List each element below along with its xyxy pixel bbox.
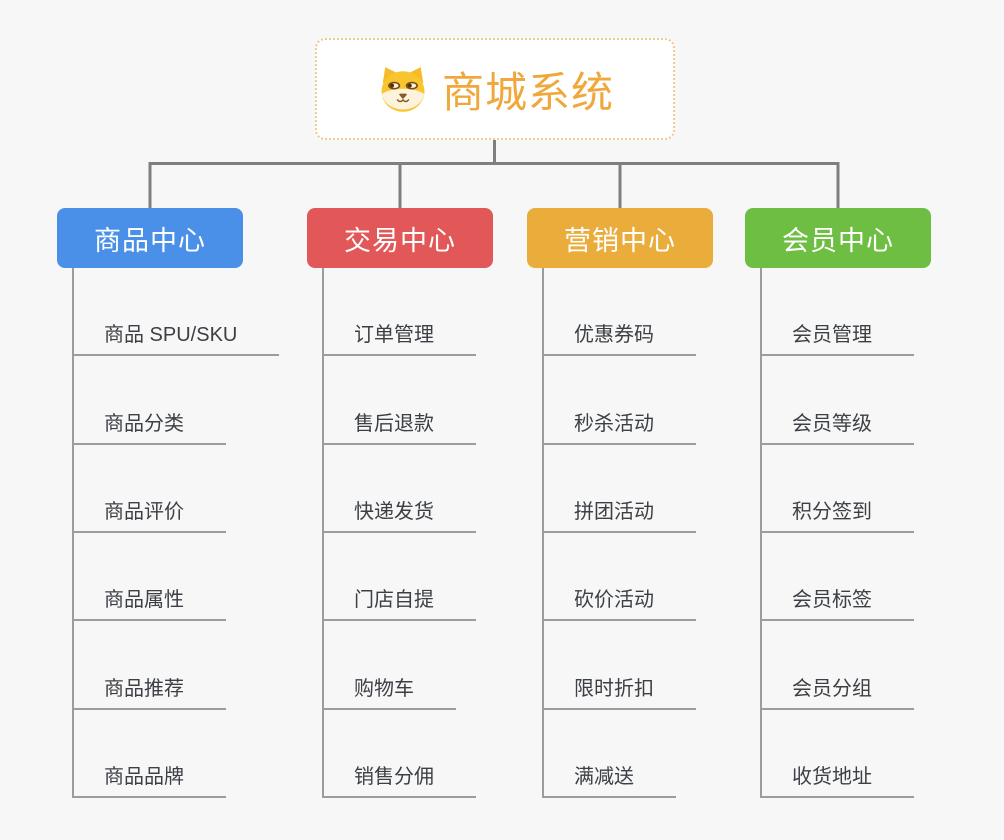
root-node[interactable]: 商城系统 — [315, 38, 675, 140]
branch-children-product-center: 商品 SPU/SKU 商品分类 商品评价 商品属性 商品推荐 商品品牌 — [72, 268, 280, 798]
child-node: 收货地址 — [762, 710, 914, 798]
shiba-dog-face-icon — [381, 67, 425, 112]
branch-product-center: 商品中心 商品 SPU/SKU 商品分类 商品评价 商品属性 商品推荐 商品品牌 — [57, 208, 280, 798]
child-node-label[interactable]: 订单管理 — [324, 318, 476, 357]
branch-trade-center: 交易中心 订单管理 售后退款 快递发货 门店自提 购物车 销售分佣 — [307, 208, 493, 798]
branch-children-marketing-center: 优惠券码 秒杀活动 拼团活动 砍价活动 限时折扣 满减送 — [542, 268, 713, 798]
child-node: 商品品牌 — [74, 710, 226, 798]
child-node-label[interactable]: 会员分组 — [762, 672, 914, 710]
child-node: 购物车 — [324, 621, 456, 710]
child-node: 商品属性 — [74, 533, 226, 622]
child-node-label[interactable]: 限时折扣 — [544, 672, 696, 710]
branch-header-marketing-center[interactable]: 营销中心 — [527, 208, 713, 268]
child-node-label[interactable]: 商品 SPU/SKU — [74, 318, 280, 357]
child-node-label[interactable]: 会员等级 — [762, 407, 914, 445]
branch-header-member-center[interactable]: 会员中心 — [745, 208, 931, 268]
child-node-label[interactable]: 收货地址 — [762, 760, 914, 798]
child-node: 售后退款 — [324, 356, 476, 445]
child-node: 会员分组 — [762, 621, 914, 710]
child-node: 商品 SPU/SKU — [74, 268, 280, 357]
branch-children-trade-center: 订单管理 售后退款 快递发货 门店自提 购物车 销售分佣 — [322, 268, 493, 798]
child-node-label[interactable]: 拼团活动 — [544, 495, 696, 533]
child-node-label[interactable]: 商品属性 — [74, 583, 226, 622]
child-node-label[interactable]: 售后退款 — [324, 407, 476, 445]
root-title: 商城系统 — [441, 68, 614, 116]
child-node-label[interactable]: 购物车 — [324, 672, 456, 710]
branch-children-member-center: 会员管理 会员等级 积分签到 会员标签 会员分组 收货地址 — [760, 268, 931, 798]
child-node-label[interactable]: 砍价活动 — [544, 583, 696, 622]
branch-marketing-center: 营销中心 优惠券码 秒杀活动 拼团活动 砍价活动 限时折扣 满减送 — [527, 208, 713, 798]
child-node: 优惠券码 — [544, 268, 696, 357]
child-node: 商品评价 — [74, 445, 226, 533]
child-node-label[interactable]: 销售分佣 — [324, 760, 476, 798]
child-node-label[interactable]: 满减送 — [544, 760, 676, 798]
branch-header-product-center[interactable]: 商品中心 — [57, 208, 243, 268]
branch-header-trade-center[interactable]: 交易中心 — [307, 208, 493, 268]
child-node-label[interactable]: 会员标签 — [762, 583, 914, 622]
child-node: 满减送 — [544, 710, 676, 798]
child-node: 订单管理 — [324, 268, 476, 357]
branch-member-center: 会员中心 会员管理 会员等级 积分签到 会员标签 会员分组 收货地址 — [745, 208, 931, 798]
child-node: 商品推荐 — [74, 621, 226, 710]
child-node-label[interactable]: 优惠券码 — [544, 318, 696, 357]
child-node: 快递发货 — [324, 445, 476, 533]
child-node: 砍价活动 — [544, 533, 696, 622]
child-node-label[interactable]: 商品分类 — [74, 407, 226, 445]
child-node: 会员管理 — [762, 268, 914, 357]
child-node-label[interactable]: 快递发货 — [324, 495, 476, 533]
child-node-label[interactable]: 积分签到 — [762, 495, 914, 533]
child-node: 会员标签 — [762, 533, 914, 622]
child-node: 限时折扣 — [544, 621, 696, 710]
child-node: 积分签到 — [762, 445, 914, 533]
child-node-label[interactable]: 秒杀活动 — [544, 407, 696, 445]
child-node: 门店自提 — [324, 533, 476, 622]
child-node-label[interactable]: 商品推荐 — [74, 672, 226, 710]
child-node: 商品分类 — [74, 356, 226, 445]
child-node-label[interactable]: 门店自提 — [324, 583, 476, 622]
child-node: 拼团活动 — [544, 445, 696, 533]
child-node-label[interactable]: 商品品牌 — [74, 760, 226, 798]
child-node-label[interactable]: 商品评价 — [74, 495, 226, 533]
child-node-label[interactable]: 会员管理 — [762, 318, 914, 357]
child-node: 销售分佣 — [324, 710, 476, 798]
child-node: 秒杀活动 — [544, 356, 696, 445]
child-node: 会员等级 — [762, 356, 914, 445]
